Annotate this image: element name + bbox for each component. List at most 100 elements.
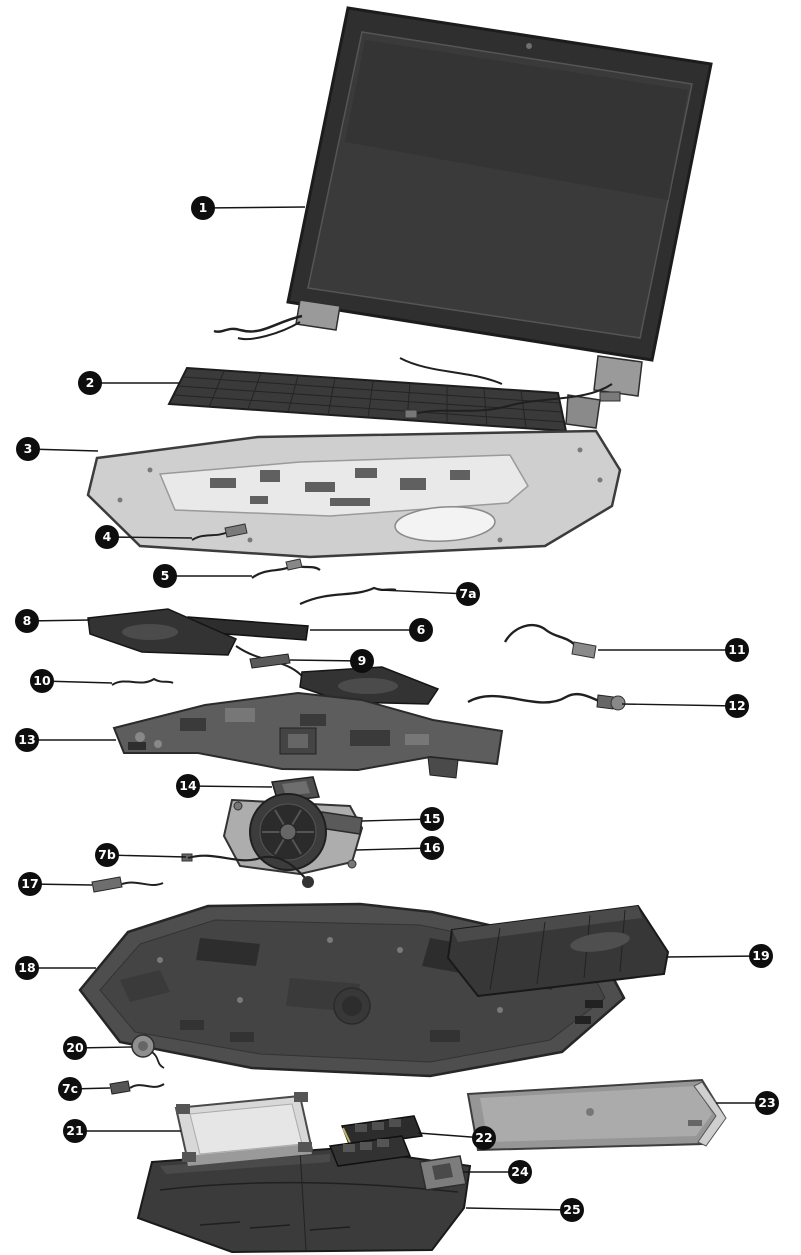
- callout-4: 4: [95, 525, 193, 549]
- callout-11: 11: [598, 638, 749, 662]
- part-7a-cable: [299, 586, 397, 605]
- badge-label: 7a: [459, 586, 476, 601]
- badge-circle: [749, 944, 773, 968]
- callout-13: 13: [15, 728, 116, 752]
- callout-12: 12: [621, 694, 749, 718]
- leader-line: [106, 536, 193, 539]
- badge-circle: [409, 618, 433, 642]
- badge-circle: [78, 371, 102, 395]
- badge-circle: [191, 196, 215, 220]
- part-19-battery: [446, 904, 670, 998]
- badge-circle: [95, 525, 119, 549]
- part-20-rtc-battery: [131, 1034, 165, 1069]
- badge-circle: [725, 638, 749, 662]
- callout-20: 20: [63, 1036, 133, 1060]
- part-3-top-cover: [86, 429, 622, 559]
- badge-circle: [472, 1126, 496, 1150]
- callout-7a: 7a: [379, 582, 480, 606]
- badge-label: 16: [423, 840, 441, 855]
- part-4-bracket: [191, 523, 248, 541]
- leader-line: [665, 955, 762, 958]
- callout-14: 14: [176, 774, 273, 798]
- badge-label: 1: [199, 200, 208, 215]
- part-12-power-connector-cable: [467, 692, 626, 711]
- part-17-bracket: [91, 876, 164, 893]
- badge-label: 15: [423, 811, 440, 826]
- badge-circle: [95, 843, 119, 867]
- leader-line: [106, 854, 187, 858]
- badge-label: 12: [728, 698, 745, 713]
- badge-label: 11: [728, 642, 745, 657]
- part-9-small-board: [249, 653, 291, 669]
- badge-circle: [508, 1160, 532, 1184]
- part-1-display-assembly: [213, 6, 713, 402]
- badge-label: 22: [475, 1130, 492, 1145]
- callout-1: 1: [191, 196, 306, 220]
- callout-17: 17: [18, 872, 93, 896]
- hinge-left: [213, 299, 341, 340]
- badge-label: 9: [358, 653, 367, 668]
- badge-circle: [456, 582, 480, 606]
- part-10-cable: [111, 677, 174, 686]
- badge-label: 21: [66, 1123, 83, 1138]
- part-8-speakers: [87, 608, 440, 705]
- part-23-optical-drive: [466, 1078, 727, 1152]
- hinge-right: [593, 355, 643, 402]
- badge-label: 3: [24, 441, 33, 456]
- badge-label: 25: [563, 1202, 580, 1217]
- badge-circle: [63, 1036, 87, 1060]
- badge-circle: [15, 609, 39, 633]
- callout-21: 21: [63, 1119, 181, 1143]
- badge-circle: [755, 1091, 779, 1115]
- badge-circle: [63, 1119, 87, 1143]
- callout-10: 10: [30, 669, 113, 693]
- part-22-memory-modules: [328, 1115, 424, 1167]
- badge-label: 7b: [98, 847, 116, 862]
- badge-circle: [30, 669, 54, 693]
- part-13-system-board: [112, 691, 504, 779]
- badge-label: 4: [103, 529, 112, 544]
- fan-blades: [262, 809, 314, 855]
- callout-2: 2: [78, 371, 180, 395]
- leader-line: [621, 703, 738, 707]
- callout-9: 9: [289, 649, 374, 673]
- leader-line: [202, 206, 306, 209]
- badge-circle: [420, 807, 444, 831]
- badge-label: 13: [18, 732, 35, 747]
- callout-24: 24: [463, 1160, 532, 1184]
- hinge-cover-piece: [565, 394, 601, 429]
- badge-circle: [15, 728, 39, 752]
- badge-circle: [15, 956, 39, 980]
- badge-label: 2: [86, 375, 95, 390]
- part-21-hard-drive: [174, 1092, 314, 1166]
- webcam-dot: [526, 43, 532, 49]
- badge-circle: [16, 437, 40, 461]
- badge-label: 6: [417, 622, 426, 637]
- callout-22: 22: [417, 1126, 496, 1150]
- callout-25: 25: [465, 1198, 584, 1222]
- part-24-wlan-module: [419, 1155, 467, 1191]
- badge-label: 18: [18, 960, 35, 975]
- callout-8: 8: [15, 609, 91, 633]
- badge-label: 8: [23, 613, 32, 628]
- badge-circle: [18, 872, 42, 896]
- badge-label: 19: [752, 948, 769, 963]
- badge-label: 7c: [62, 1081, 78, 1096]
- callout-23: 23: [716, 1091, 779, 1115]
- leader-line: [379, 589, 469, 595]
- badge-label: 14: [179, 778, 197, 793]
- badge-label: 10: [33, 673, 51, 688]
- callout-18: 18: [15, 956, 96, 980]
- part-5-cable: [251, 558, 321, 579]
- badge-circle: [420, 836, 444, 860]
- leader-line: [355, 847, 433, 851]
- badge-label: 17: [21, 876, 38, 891]
- part-2-keyboard: [167, 366, 601, 433]
- callout-7c: 7c: [58, 1077, 111, 1101]
- display-cable-overlay: [399, 357, 613, 419]
- badge-circle: [725, 694, 749, 718]
- part-7c-cable: [109, 1080, 165, 1095]
- leader-line: [465, 1207, 573, 1211]
- part-11-cable: [503, 623, 597, 659]
